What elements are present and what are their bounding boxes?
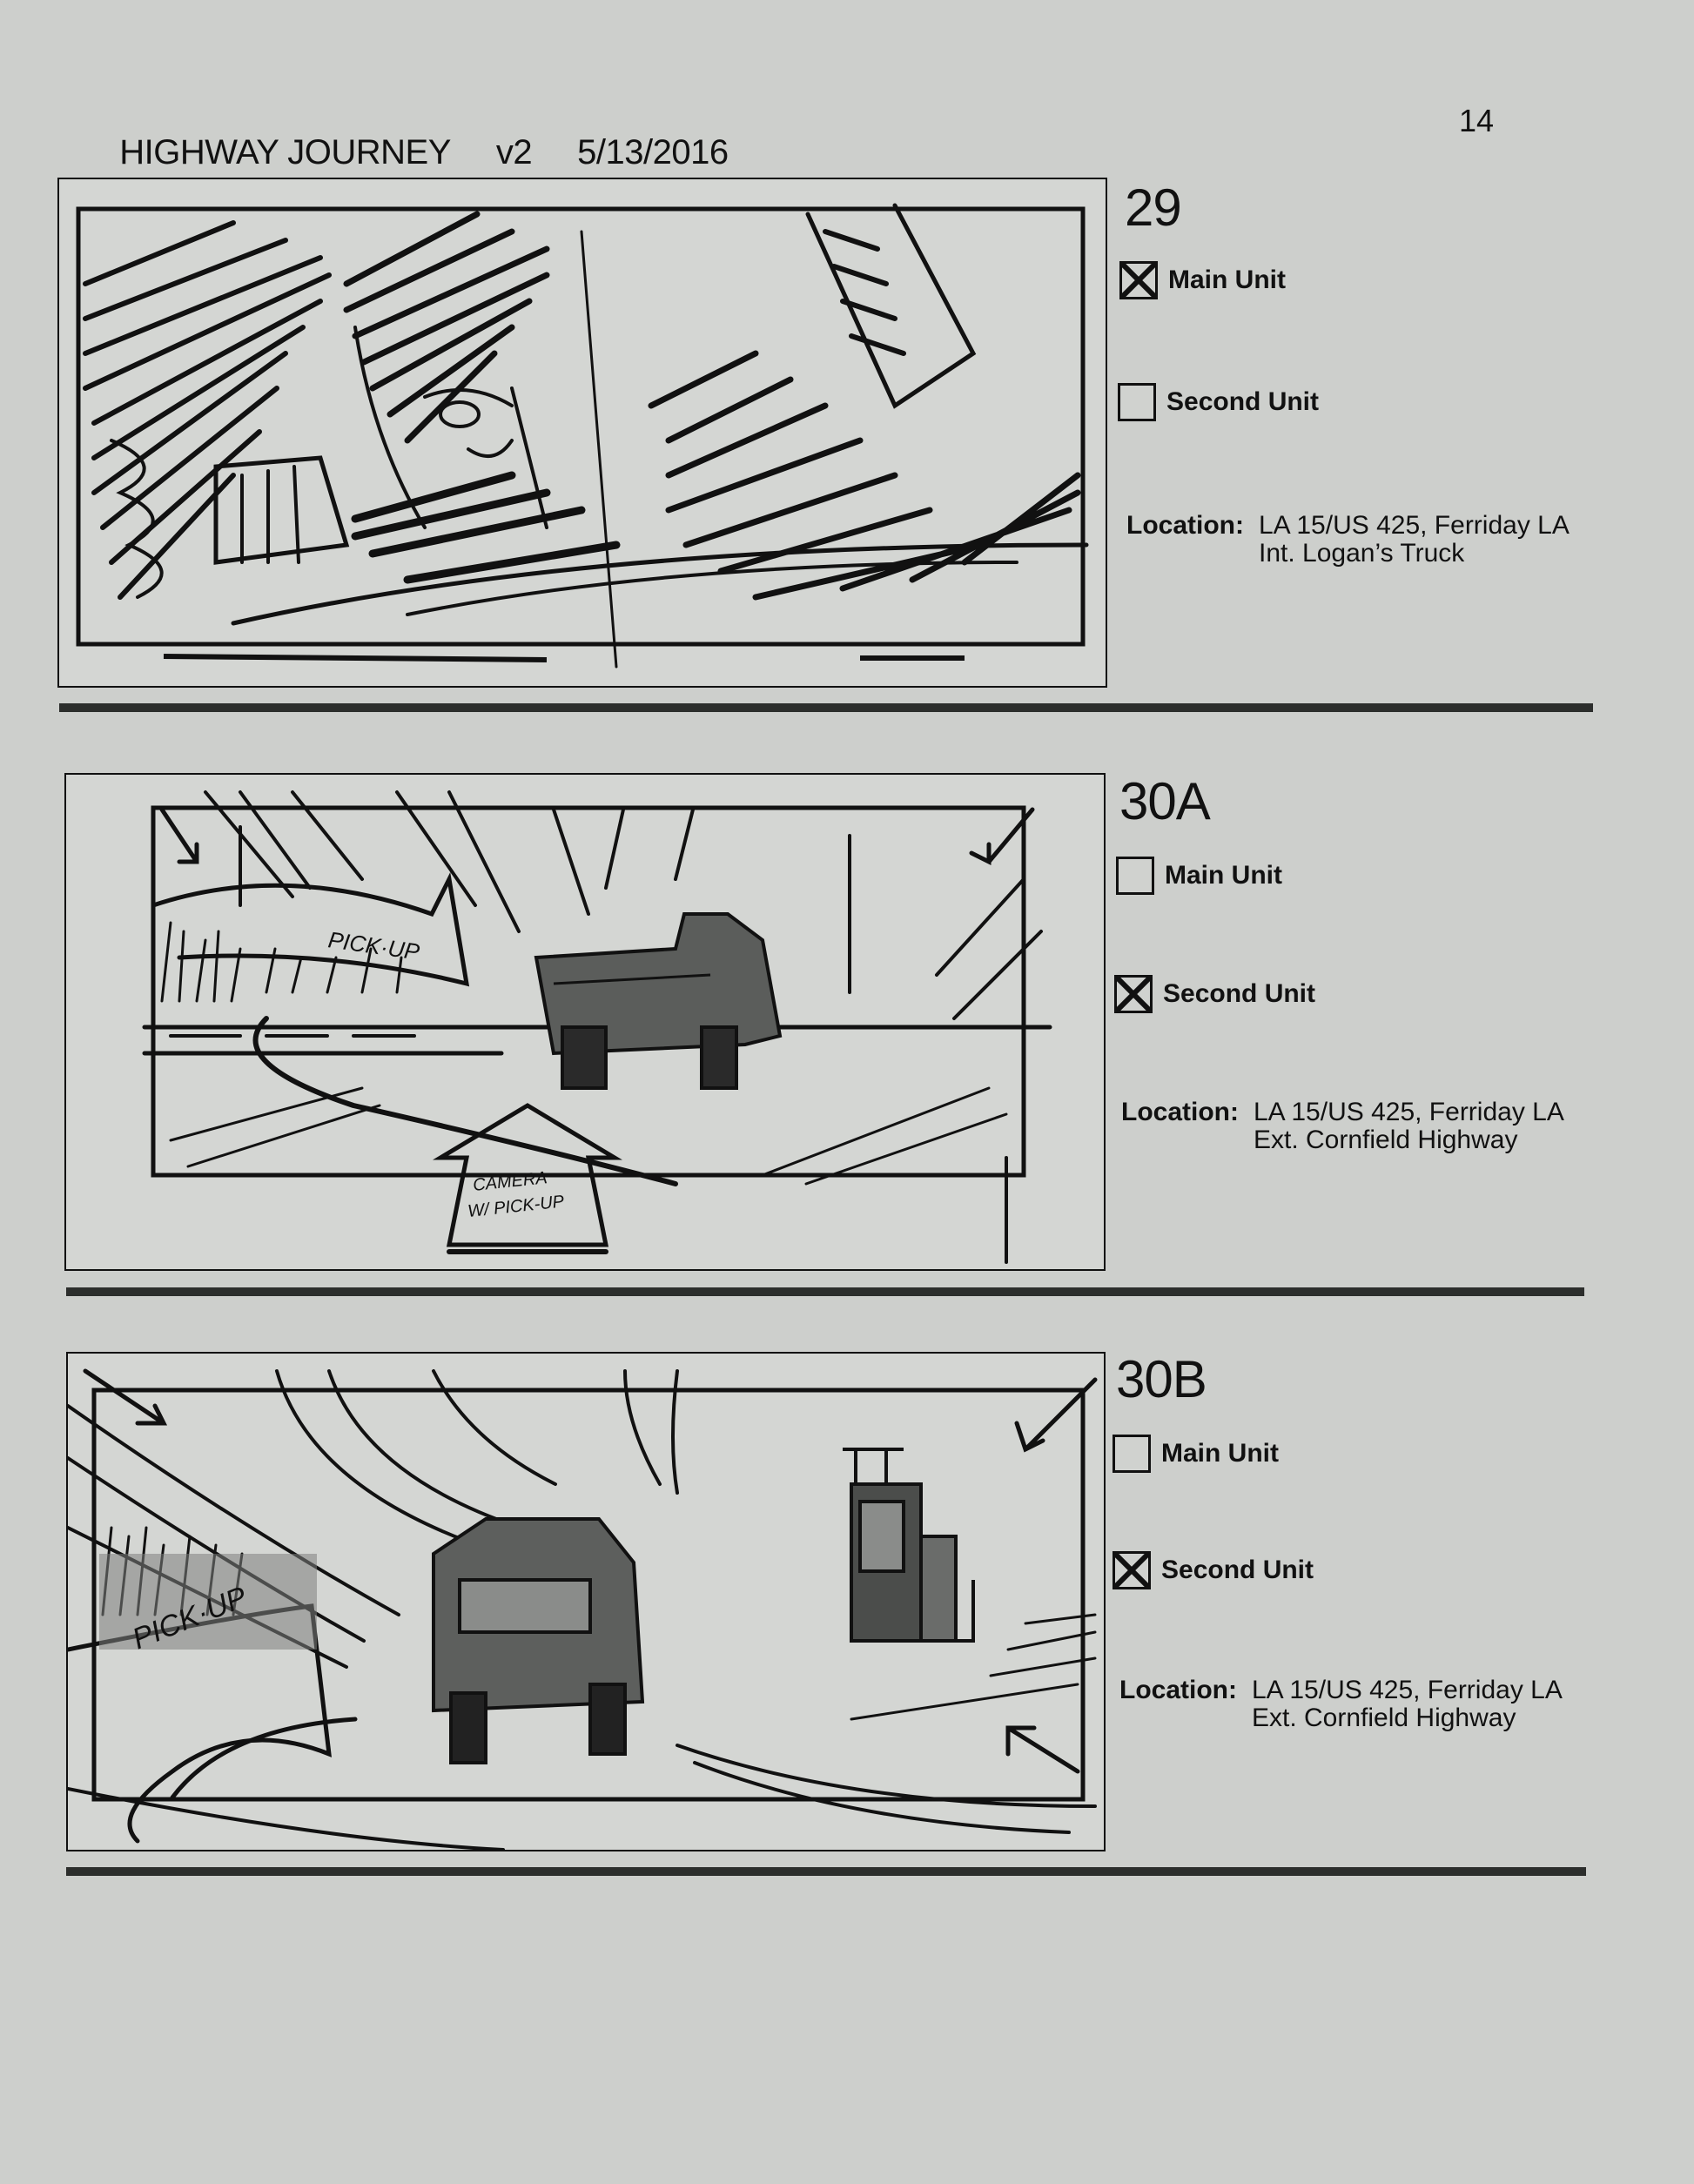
panel-divider [59,703,1593,712]
second-unit-checkbox[interactable] [1113,1551,1151,1589]
location-label: Location: [1121,1098,1239,1126]
shot-number: 30A [1119,772,1211,830]
main-unit-label: Main Unit [1165,861,1282,890]
sketch-pickup-leaving-road: PICK·UP CAMERA W/ PICK-UP [142,790,1052,1264]
second-unit-option[interactable]: Second Unit [1114,975,1315,1013]
sketch-frame [57,178,1107,688]
project-title: HIGHWAY JOURNEY [119,133,451,171]
main-unit-checkbox[interactable] [1119,261,1158,299]
second-unit-label: Second Unit [1161,1556,1314,1584]
location-setting: Ext. Cornfield Highway [1252,1704,1516,1732]
location-address: LA 15/US 425, Ferriday LA [1254,1098,1564,1126]
location-label: Location: [1126,511,1244,540]
sketch-driver-closeup [76,203,1089,669]
location-address: LA 15/US 425, Ferriday LA [1252,1676,1563,1704]
second-unit-checkbox[interactable] [1114,975,1153,1013]
shot-number: 29 [1125,178,1182,237]
page-number: 14 [1459,103,1495,138]
annotation-camera-with-pickup: W/ PICK-UP [467,1192,565,1221]
sketch-pickup-onto-highway: PICK·UP [68,1368,1098,1850]
location-address: LA 15/US 425, Ferriday LA [1259,511,1570,540]
main-unit-option[interactable]: Main Unit [1119,261,1286,299]
location-block: Location: LA 15/US 425, Ferriday LA Ext.… [1121,1099,1564,1154]
main-unit-option[interactable]: Main Unit [1116,857,1282,895]
sketch-frame: PICK·UP CAMERA W/ PICK-UP [64,773,1106,1271]
main-unit-checkbox[interactable] [1116,857,1154,895]
location-block: Location: LA 15/US 425, Ferriday LA Int.… [1126,512,1570,568]
shot-number: 30B [1116,1350,1207,1408]
panel-divider [66,1287,1584,1296]
sketch-frame: PICK·UP [66,1352,1106,1851]
main-unit-label: Main Unit [1168,265,1286,294]
page-header: HIGHWAY JOURNEY v2 5/13/2016 [101,94,774,172]
annotation-camera: CAMERA [472,1168,548,1195]
panel-divider [66,1867,1586,1876]
location-block: Location: LA 15/US 425, Ferriday LA Ext.… [1119,1677,1563,1732]
main-unit-option[interactable]: Main Unit [1113,1435,1279,1473]
second-unit-option[interactable]: Second Unit [1118,383,1319,421]
main-unit-checkbox[interactable] [1113,1435,1151,1473]
second-unit-label: Second Unit [1163,979,1316,1008]
date-label: 5/13/2016 [577,133,729,171]
second-unit-label: Second Unit [1166,387,1320,416]
location-label: Location: [1119,1676,1237,1704]
location-setting: Ext. Cornfield Highway [1254,1126,1518,1154]
main-unit-label: Main Unit [1161,1439,1279,1468]
second-unit-checkbox[interactable] [1118,383,1156,421]
version-label: v2 [495,133,533,171]
location-setting: Int. Logan’s Truck [1259,539,1465,568]
second-unit-option[interactable]: Second Unit [1113,1551,1314,1589]
